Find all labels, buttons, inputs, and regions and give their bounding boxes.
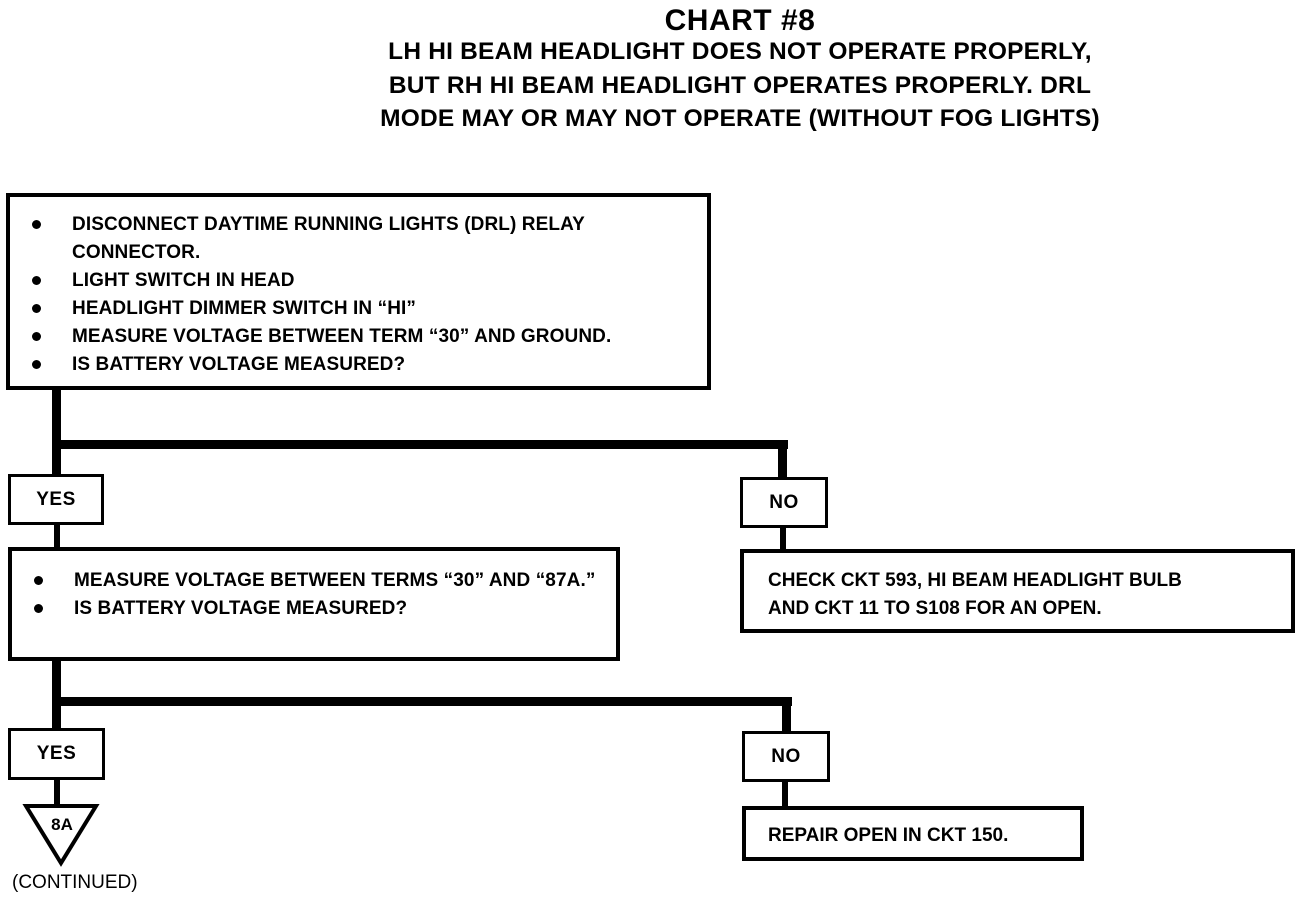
chart-subtitle-line-1: LH HI BEAM HEADLIGHT DOES NOT OPERATE PR…	[388, 38, 1092, 65]
connector-step1-yes-to-step2	[54, 522, 60, 552]
step1-no-result-line-2: AND CKT 11 TO S108 FOR AN OPEN.	[768, 598, 1102, 619]
connector-step2-no-to-result	[782, 779, 788, 809]
step2-bullet-list: MEASURE VOLTAGE BETWEEN TERMS “30” AND “…	[22, 567, 606, 623]
step1-bullet-1: DISCONNECT DAYTIME RUNNING LIGHTS (DRL) …	[20, 211, 697, 267]
step2-bullet-1: MEASURE VOLTAGE BETWEEN TERMS “30” AND “…	[22, 567, 606, 595]
bullet-dot-icon	[32, 360, 41, 369]
connector-step1-no-to-result	[780, 525, 786, 555]
step1-bullet-list: DISCONNECT DAYTIME RUNNING LIGHTS (DRL) …	[20, 211, 697, 379]
connector-step1-down	[52, 388, 61, 480]
step2-no-result-box: REPAIR OPEN IN CKT 150.	[742, 806, 1084, 861]
step1-bullet-4: MEASURE VOLTAGE BETWEEN TERM “30” AND GR…	[20, 323, 697, 351]
step2-no-result-text: REPAIR OPEN IN CKT 150.	[768, 825, 1009, 846]
bullet-dot-icon	[32, 332, 41, 341]
step2-bullet-2: IS BATTERY VOLTAGE MEASURED?	[22, 595, 606, 623]
step1-yes-label: YES	[8, 474, 104, 525]
chart-title: CHART #8	[664, 4, 816, 37]
bullet-dot-icon	[34, 576, 43, 585]
step2-yes-label: YES	[8, 728, 105, 780]
connector-step2-down	[52, 658, 61, 733]
connector-step2-yes-to-continue	[54, 777, 60, 809]
bullet-dot-icon	[32, 276, 41, 285]
step1-no-label: NO	[740, 477, 828, 528]
step1-bullet-2: LIGHT SWITCH IN HEAD	[20, 267, 697, 295]
step1-bullet-5: IS BATTERY VOLTAGE MEASURED?	[20, 351, 697, 379]
continuation-symbol-label: 8A	[51, 815, 73, 834]
bullet-dot-icon	[32, 304, 41, 313]
chart-subtitle-line-3: MODE MAY OR MAY NOT OPERATE (WITHOUT FOG…	[380, 105, 1100, 132]
step2-no-label: NO	[742, 731, 830, 782]
connector-step1-horizontal	[52, 440, 788, 449]
step2-box: MEASURE VOLTAGE BETWEEN TERMS “30” AND “…	[8, 547, 620, 661]
step1-box: DISCONNECT DAYTIME RUNNING LIGHTS (DRL) …	[6, 193, 711, 390]
connector-step2-horizontal	[52, 697, 792, 706]
step1-no-result-line-1: CHECK CKT 593, HI BEAM HEADLIGHT BULB	[768, 570, 1182, 591]
bullet-dot-icon	[34, 604, 43, 613]
connector-step1-no-down	[778, 440, 787, 482]
step1-bullet-3: HEADLIGHT DIMMER SWITCH IN “HI”	[20, 295, 697, 323]
chart-subtitle-line-2: BUT RH HI BEAM HEADLIGHT OPERATES PROPER…	[388, 72, 1092, 99]
bullet-dot-icon	[32, 220, 41, 229]
continuation-triangle-icon	[22, 804, 100, 867]
step1-no-result-box: CHECK CKT 593, HI BEAM HEADLIGHT BULB AN…	[740, 549, 1295, 633]
connector-step2-no-down	[782, 697, 791, 735]
continuation-text: (CONTINUED)	[12, 872, 138, 893]
